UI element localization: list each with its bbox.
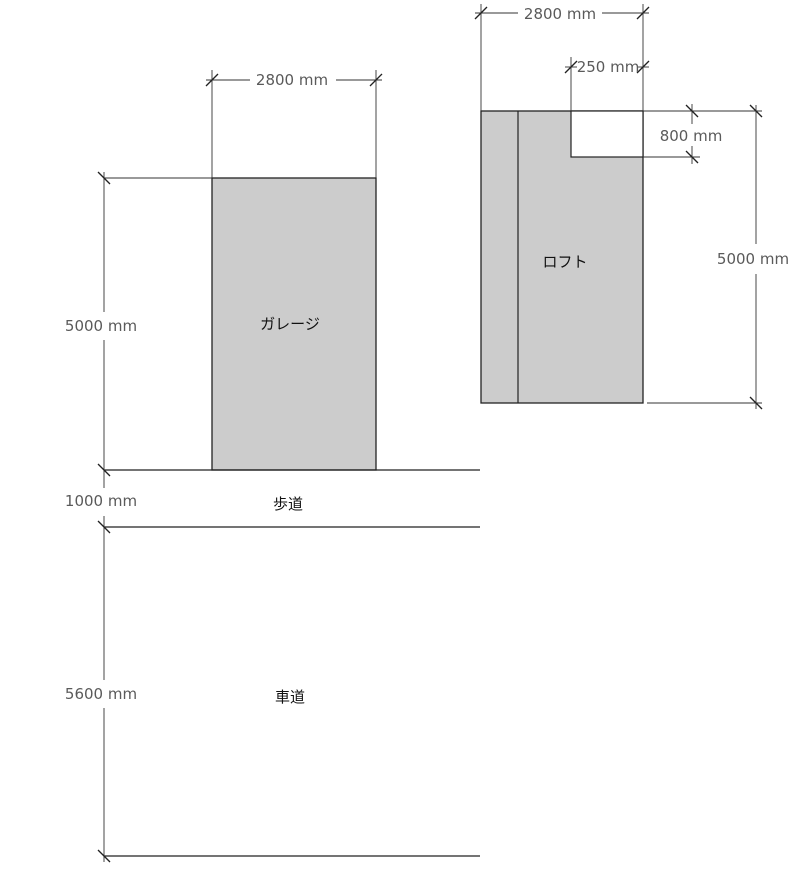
sidewalk-label: 歩道 (273, 495, 303, 513)
loft-label: ロフト (542, 253, 587, 271)
loft-depth-dimension: 5000 mm (647, 104, 789, 410)
roadway-depth-text: 5600 mm (65, 685, 137, 703)
garage-depth-text: 5000 mm (65, 317, 137, 335)
loft-width-text: 2800 mm (524, 5, 596, 23)
garage-label: ガレージ (260, 315, 320, 333)
garage-area (211, 177, 377, 471)
loft-area (480, 110, 644, 404)
left-dimension-chain: 5000 mm 1000 mm 5600 mm (65, 171, 212, 863)
loft-width-dimension: 2800 mm (474, 4, 650, 111)
loft-notch-depth-text: 800 mm (660, 127, 723, 145)
loft-notch-width-dimension: 250 mm (564, 57, 650, 111)
sidewalk-depth-text: 1000 mm (65, 492, 137, 510)
garage-width-text: 2800 mm (256, 71, 328, 89)
garage-width-dimension: 2800 mm (205, 70, 383, 178)
loft-depth-text: 5000 mm (717, 250, 789, 268)
loft-notch (570, 110, 644, 158)
loft-notch-width-text: 250 mm (577, 58, 640, 76)
roadway-label: 車道 (275, 688, 305, 706)
loft-notch-depth-dimension: 800 mm (643, 104, 762, 164)
